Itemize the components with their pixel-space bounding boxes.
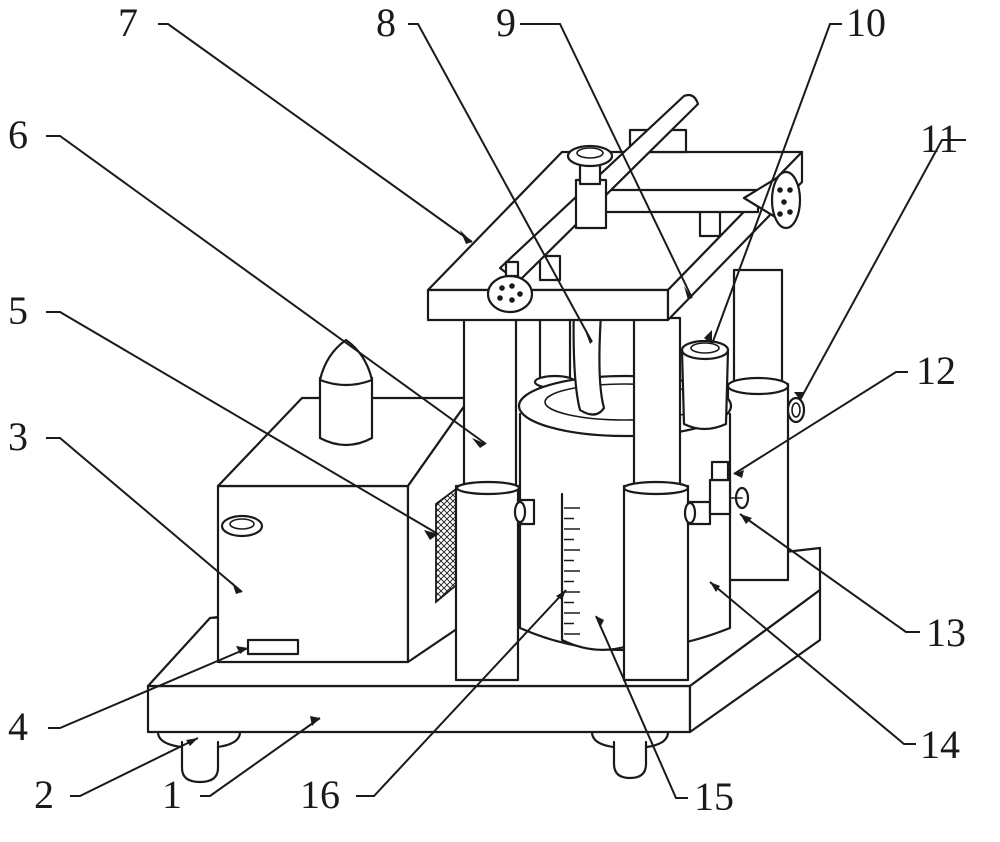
callout-2: 2 [34,772,54,817]
pillar-valve-left [513,498,536,526]
pillar-valve-right [683,460,750,526]
spray-head-right-icon [742,170,802,230]
callout-9: 9 [496,0,516,45]
sight-glass-scale [560,492,630,651]
callout-5: 5 [8,288,28,333]
front-right-pillar [622,316,750,682]
callout-12: 12 [916,348,956,393]
callout-16: 16 [300,772,340,817]
callout-7: 7 [118,0,138,45]
rear-left-pillar [533,316,577,392]
spray-assembly [486,93,802,314]
hose [572,298,606,416]
cone-nozzle [318,338,374,447]
knob-icon [220,514,264,538]
callout-3: 3 [8,414,28,459]
callout-8: 8 [376,0,396,45]
callout-11: 11 [920,116,959,161]
callout-6: 6 [8,112,28,157]
callout-labels: 7 8 9 10 11 6 5 12 3 13 4 14 2 1 16 15 [8,0,966,819]
leader-lines [46,23,966,799]
callout-15: 15 [694,774,734,819]
filter-cup [680,339,730,431]
callout-4: 4 [8,704,28,749]
side-valve-11 [786,396,806,424]
rear-right-pillar [726,268,790,582]
callout-1: 1 [162,772,182,817]
wheel-front-left [156,730,242,784]
callout-14: 14 [920,722,960,767]
callout-13: 13 [926,610,966,655]
callout-10: 10 [846,0,886,45]
front-left-pillar [454,316,536,682]
spray-head-left-icon [486,260,534,314]
spray-head-top-icon [566,144,614,168]
display-panel [246,638,300,656]
